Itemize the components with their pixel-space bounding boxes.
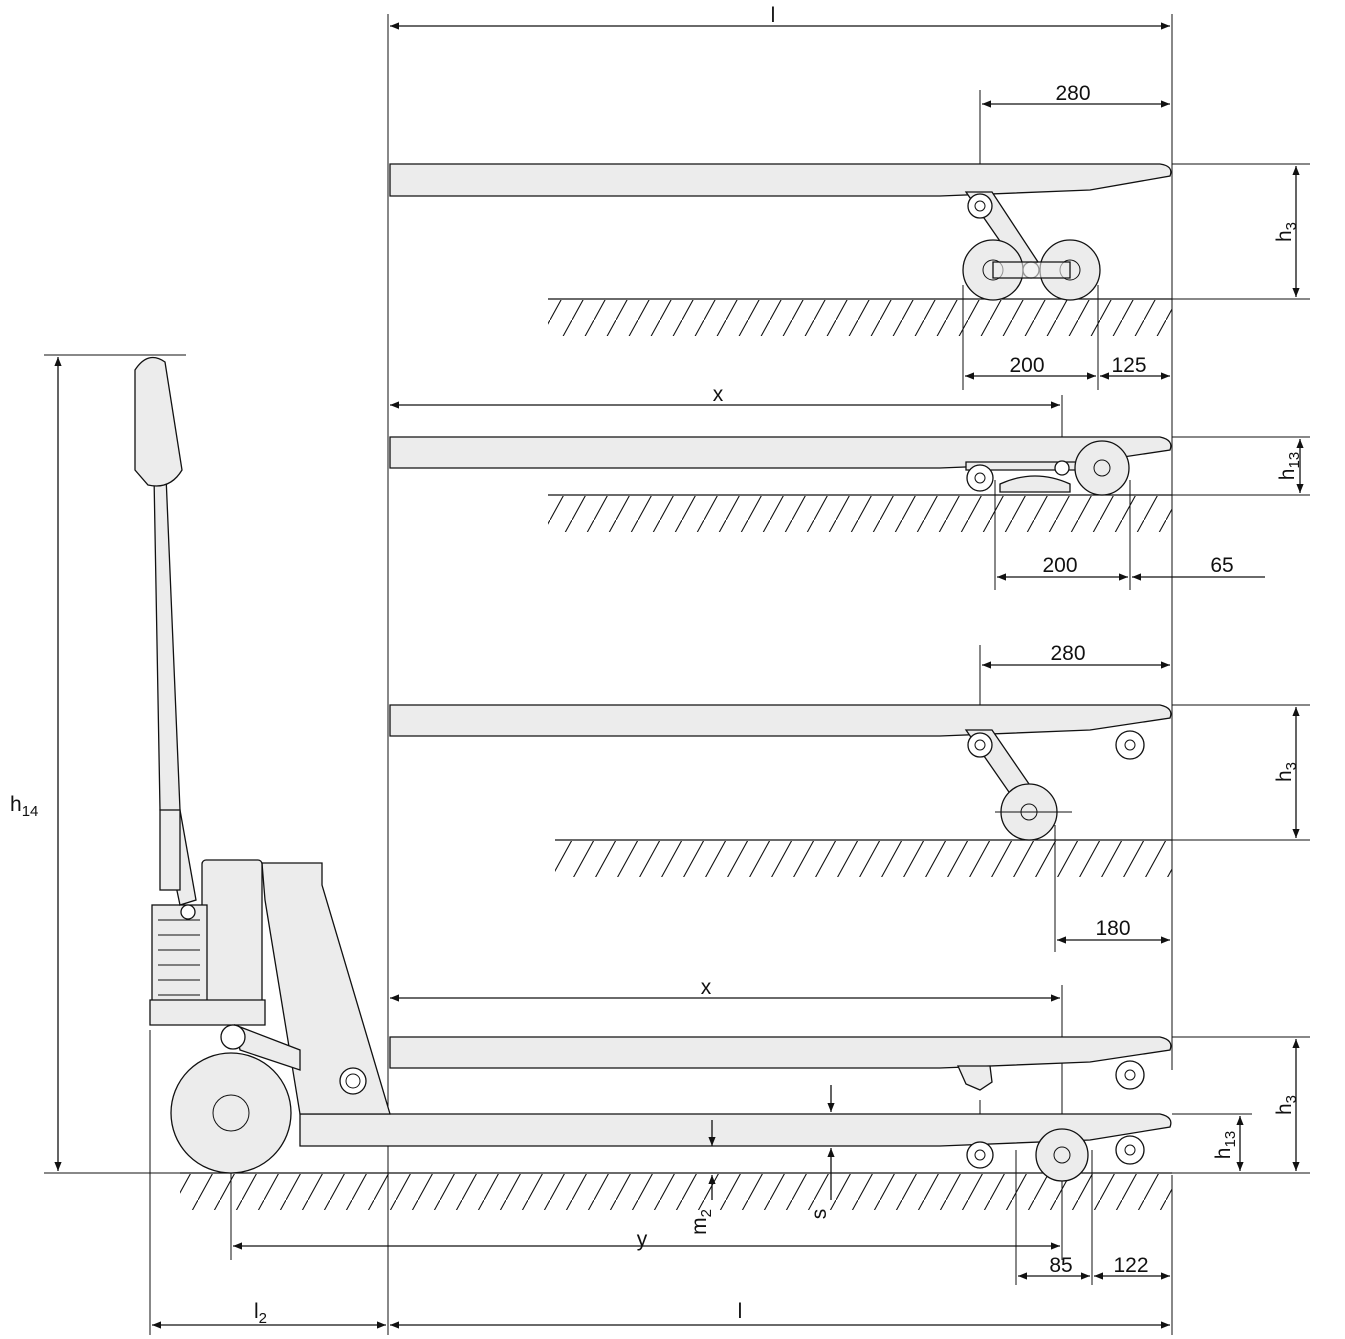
label-h13-b: h13	[1212, 1131, 1239, 1159]
label-180: 180	[1095, 917, 1130, 940]
dimension-lines	[54, 22, 1304, 1329]
label-h13-a: h13	[1276, 452, 1303, 480]
label-h3-c: h3	[1273, 1095, 1300, 1115]
label-x-lower: x	[701, 976, 712, 999]
fork-view-tandem-lowered	[389, 436, 1172, 496]
label-65: 65	[1210, 554, 1233, 577]
label-h3-b: h3	[1273, 762, 1300, 782]
fork-view-single-raised	[389, 704, 1172, 841]
label-200-a: 200	[1009, 354, 1044, 377]
label-125: 125	[1111, 354, 1146, 377]
fork-view-tandem-raised	[389, 163, 1172, 301]
label-280-a: 280	[1055, 82, 1090, 105]
label-h14: h14	[10, 793, 38, 820]
label-s: s	[808, 1209, 831, 1220]
label-122: 122	[1113, 1254, 1148, 1277]
fork-view-full-truck	[299, 1036, 1172, 1182]
label-m2: m2	[688, 1209, 715, 1235]
label-y: y	[637, 1228, 648, 1251]
label-280-b: 280	[1050, 642, 1085, 665]
label-h3-a: h3	[1273, 222, 1300, 242]
label-85: 85	[1049, 1254, 1072, 1277]
ground-lines	[180, 298, 1172, 1210]
label-l-bottom: l	[738, 1300, 743, 1323]
label-x-upper: x	[713, 383, 724, 406]
label-l2: l2	[254, 1300, 267, 1327]
truck-body	[134, 356, 391, 1174]
label-200-b: 200	[1042, 554, 1077, 577]
label-l-top: l	[771, 4, 776, 27]
